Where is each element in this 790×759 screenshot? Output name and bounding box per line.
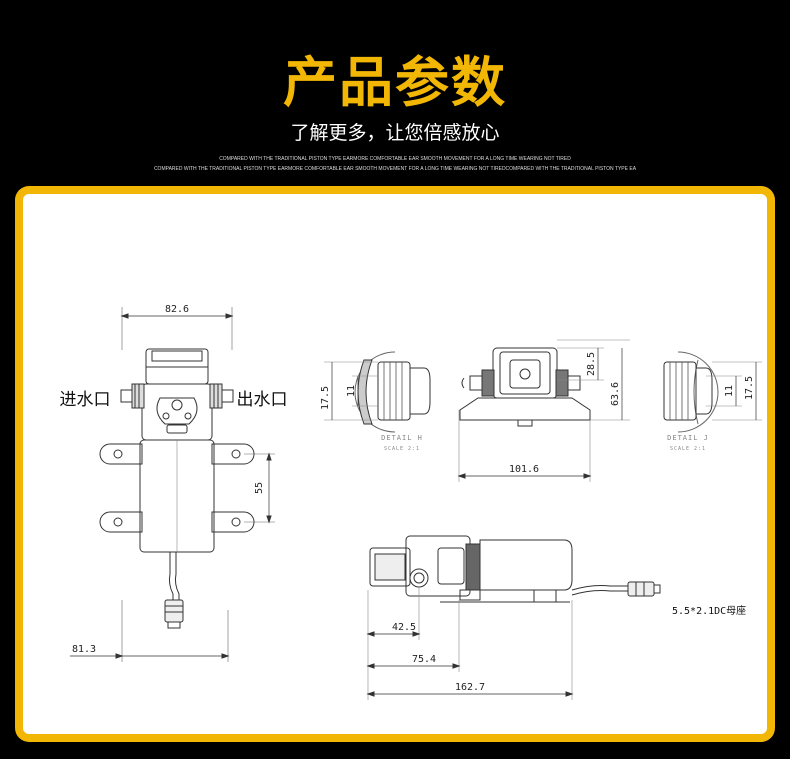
dim-bottom-81-3: 81.3 [72,644,96,655]
connector-note: 5.5*2.1DC母座 [672,604,746,617]
outlet-label: 出水口 [237,390,288,410]
drawing-panel: 82.6 [23,194,767,734]
front-view: 82.6 [60,304,288,662]
detail-j-dim-inner: 11 [724,385,735,397]
detail-h-dim-inner: 11 [346,385,357,397]
top-dim-101-6: 101.6 [509,464,539,475]
page-subtitle: 了解更多，让您倍感放心 [290,122,500,144]
side-dim-162-7: 162.7 [455,682,485,693]
detail-h-scale: SCALE 2:1 [384,446,420,452]
side-dim-42-5: 42.5 [392,622,416,633]
detail-j: 11 17.5 DETAIL J SCALE 2:1 [663,351,762,452]
page-title: 产品参数 [283,51,507,114]
top-view: 28.5 63.6 101.6 [457,339,630,482]
tagline-line-1: COMPARED WITH THE TRADITIONAL PISTON TYP… [219,156,571,162]
technical-drawing: 82.6 [60,304,762,700]
drawing-frame: 82.6 [15,186,775,742]
top-dim-28-5: 28.5 [586,352,597,376]
detail-h-dim-outer: 17.5 [320,386,331,410]
inlet-label: 进水口 [60,390,111,410]
side-dim-75-4: 75.4 [412,654,436,665]
detail-j-caption: DETAIL J [667,434,709,442]
detail-h: 17.5 11 DETAIL H SCALE 2:1 [320,351,431,452]
side-view: 5.5*2.1DC母座 42.5 75.4 162.7 [366,535,746,700]
detail-j-dim-outer: 17.5 [744,376,755,400]
tagline-line-2: COMPARED WITH THE TRADITIONAL PISTON TYP… [153,166,637,172]
dim-mount-55: 55 [254,482,265,494]
detail-h-caption: DETAIL H [381,434,423,442]
dim-width-82-6: 82.6 [165,304,189,315]
detail-j-scale: SCALE 2:1 [670,446,706,452]
top-dim-63-6: 63.6 [610,382,621,406]
